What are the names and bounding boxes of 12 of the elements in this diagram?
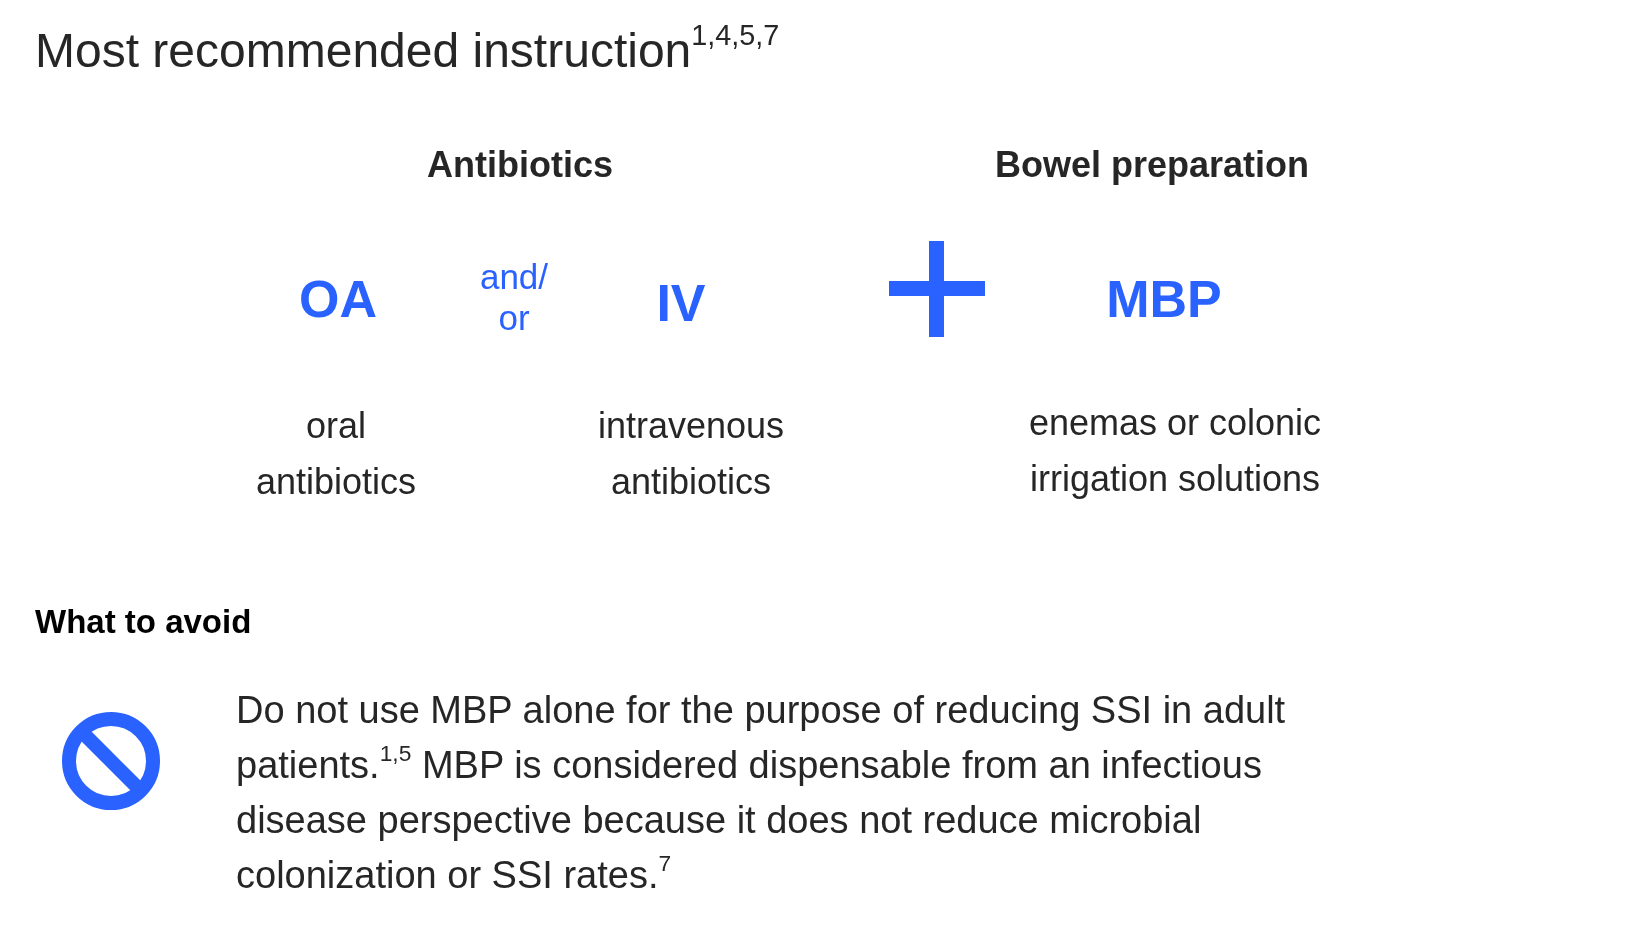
section-heading: Bowel preparation	[993, 143, 1311, 187]
description-text: intravenous antibiotics	[596, 404, 786, 504]
conjunction-text: and/ or	[478, 256, 550, 338]
abbreviation-label: OA	[298, 269, 378, 330]
section-heading: What to avoid	[35, 602, 253, 642]
description-text: oral antibiotics	[254, 404, 418, 504]
abbreviation-label: MBP	[1105, 269, 1223, 330]
slide-title: Most recommended instruction$^{1,4,5,7}$	[35, 22, 780, 79]
description-text: enemas or colonic irrigation solutions	[1027, 401, 1323, 501]
warning-paragraph: Do not use MBP alone for the purpose of reducing SSI in adult patients.$^{1,5}$ MBP is considered dispensable from an infectious disease perspective because it does not reduce microbial colonization or SSI rates.$^{7}$	[236, 688, 1287, 898]
section-heading: Antibiotics	[426, 143, 614, 187]
abbreviation-label: IV	[655, 273, 707, 334]
